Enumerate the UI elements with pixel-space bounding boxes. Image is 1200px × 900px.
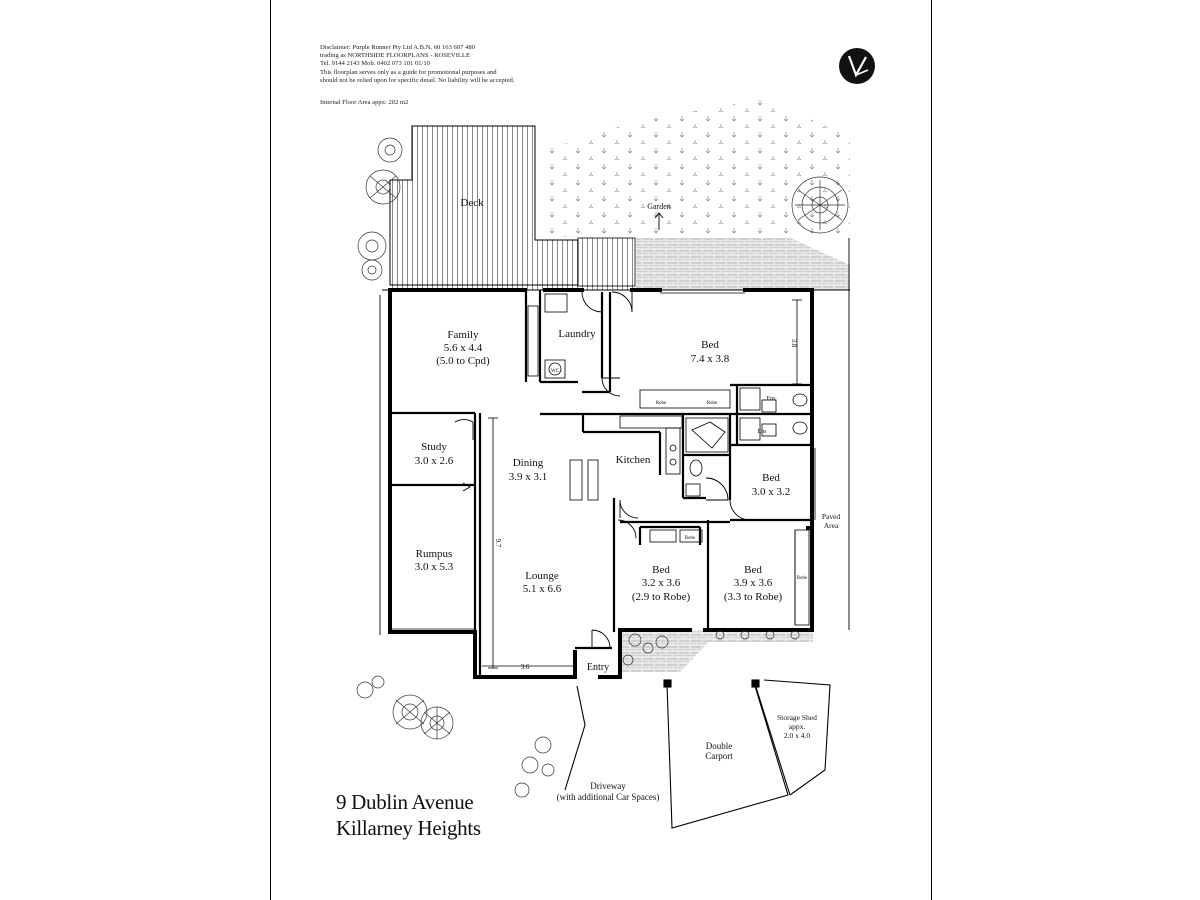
fixtures [527, 293, 810, 626]
disclaimer: Disclaimer: Purple Runner Pty Ltd A.B.N.… [320, 44, 580, 85]
bed-master-label: Bed [701, 339, 719, 351]
dimension-lines [482, 299, 802, 669]
dining-size: 3.9 x 3.1 [509, 471, 548, 483]
carport-label: Double [706, 741, 733, 751]
address-line-2: Killarney Heights [336, 816, 481, 840]
paved-area-label: Paved [822, 512, 841, 521]
northside-logo-icon [839, 48, 875, 84]
internal-floor-area: Internal Floor Area appx: 202 m2 [320, 99, 409, 106]
tree-icon [365, 169, 401, 205]
ensuite-label: Ens [767, 396, 777, 402]
rumpus-label: Rumpus [416, 548, 453, 560]
bed-2-size: 3.0 x 3.2 [752, 486, 791, 498]
robe-label: Robe [656, 401, 667, 406]
bed-3-note: (2.9 to Robe) [632, 591, 691, 603]
tree-icon [357, 231, 387, 261]
shrubs [356, 137, 849, 798]
driveway-label: (with additional Car Spaces) [557, 792, 660, 802]
address-line-1: 9 Dublin Avenue [336, 790, 474, 814]
bed-4-size: 3.9 x 3.6 [734, 577, 773, 589]
robe-label: Robe [707, 401, 718, 406]
paved-area-label: Area [824, 521, 839, 530]
disclaimer-line: Tel. 9144 2143 Mob. 0402 073 101 01/10 [320, 60, 430, 68]
dimension-label: 3.6 [521, 663, 530, 671]
entry-label: Entry [587, 662, 609, 673]
dining-label: Dining [513, 457, 544, 469]
garden-label: Garden [647, 202, 671, 211]
bed-4-label: Bed [744, 564, 762, 576]
rumpus-size: 3.0 x 5.3 [415, 561, 454, 573]
lounge-size: 5.1 x 6.6 [523, 583, 562, 595]
bed-3-label: Bed [652, 564, 670, 576]
family-note: (5.0 to Cpd) [436, 355, 490, 367]
fixture-labels: Ens Ens WC Robe Robe Robe Robe [551, 369, 808, 581]
shed-label: Storage Shed [777, 713, 817, 722]
shrub-icon [715, 630, 800, 640]
garden-lawn [545, 100, 850, 238]
laundry-label: Laundry [558, 328, 596, 340]
driveway-label: Driveway [590, 781, 626, 791]
ensuite-label: Ens [758, 429, 768, 435]
disclaimer-line: This floorplan serves only as a guide fo… [320, 68, 497, 76]
dimension-labels: 3.8 9.7 3.6 [494, 339, 798, 671]
room-labels: Deck Garden Family 5.6 x 4.4 (5.0 to Cpd… [415, 197, 841, 802]
shrub-icon [356, 675, 385, 699]
wc-label: WC [551, 369, 560, 374]
study-label: Study [421, 441, 447, 453]
deck-label: Deck [460, 197, 484, 209]
robe-label: Robe [685, 536, 696, 541]
deck [389, 125, 636, 290]
driveway [564, 679, 831, 829]
disclaimer-line: trading as NORTHSIDE FLOORPLANS - ROSEVI… [320, 52, 470, 60]
family-size: 5.6 x 4.4 [444, 342, 483, 354]
lounge-label: Lounge [525, 570, 559, 582]
shed-label: appx. [789, 722, 806, 731]
shrub-icon [514, 736, 555, 798]
tree-icon [392, 694, 428, 730]
tree-icon [791, 176, 849, 234]
disclaimer-line: should not be relied upon for specific d… [320, 76, 515, 84]
shed-label: 2.0 x 4.0 [784, 731, 811, 740]
dimension-label: 9.7 [494, 539, 502, 548]
bed-master-size: 7.4 x 3.8 [691, 353, 730, 365]
garden-arrow-icon [654, 212, 664, 230]
tree-icon [420, 706, 454, 740]
tree-icon [361, 259, 383, 281]
kitchen-label: Kitchen [616, 454, 651, 466]
bed-3-size: 3.2 x 3.6 [642, 577, 681, 589]
robe-label: Robe [797, 576, 808, 581]
tree-icon [377, 137, 403, 163]
carport-label: Carport [705, 751, 733, 761]
family-label: Family [447, 329, 479, 341]
bed-4-note: (3.3 to Robe) [724, 591, 783, 603]
disclaimer-line: Disclaimer: Purple Runner Pty Ltd A.B.N.… [320, 44, 475, 51]
bed-2-label: Bed [762, 472, 780, 484]
shrub-icon [622, 633, 669, 666]
study-size: 3.0 x 2.6 [415, 455, 454, 467]
paving [618, 238, 850, 672]
doors [454, 291, 751, 649]
dimension-label: 3.8 [790, 339, 798, 348]
